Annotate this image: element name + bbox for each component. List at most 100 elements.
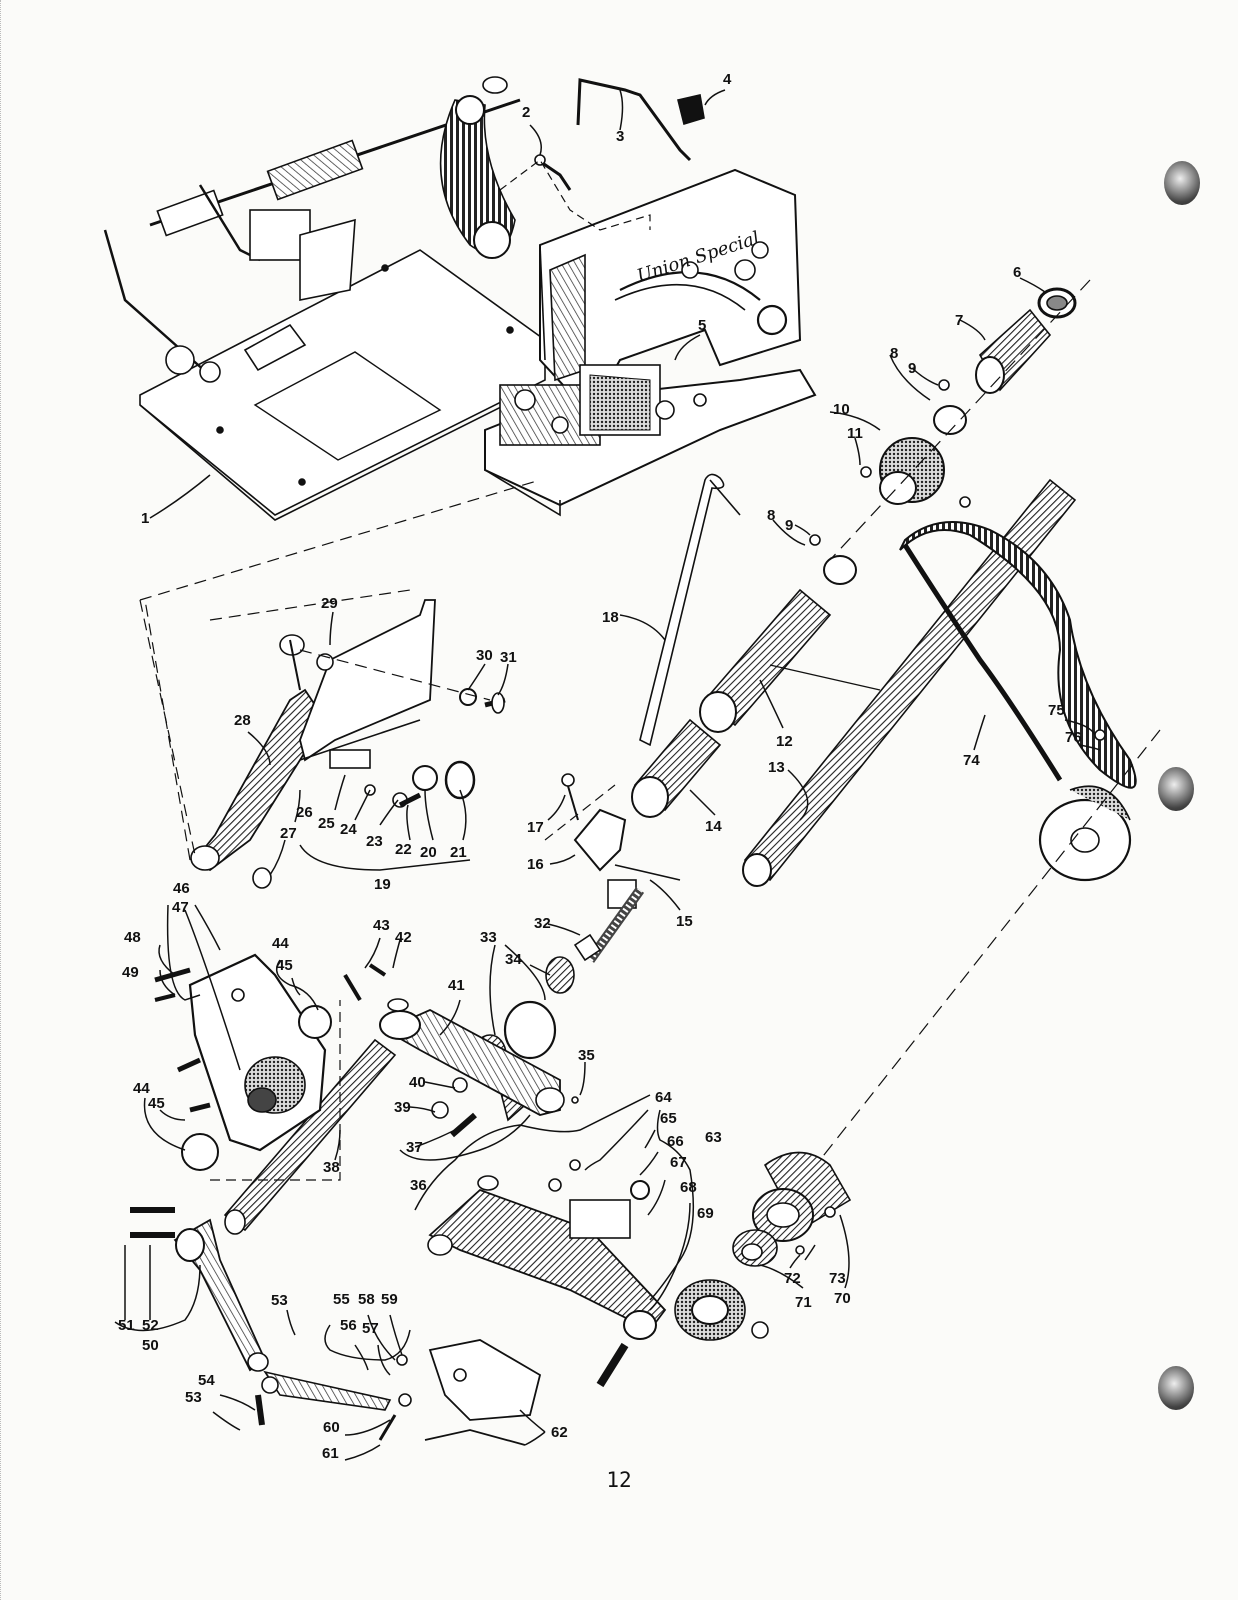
leader-lines: [114, 89, 1101, 1461]
callout-17: 17: [527, 819, 544, 836]
callout-42: 42: [395, 929, 412, 946]
callout-9b: 9: [785, 517, 793, 534]
callout-57: 57: [362, 1320, 379, 1337]
knob: [677, 94, 705, 126]
callout-49: 49: [122, 964, 139, 981]
callout-45: 45: [276, 957, 293, 974]
callout-31: 31: [500, 649, 517, 666]
callout-51: 51: [118, 1317, 135, 1334]
callout-41: 41: [448, 977, 465, 994]
link-55: [263, 1370, 392, 1411]
callout-11: 11: [847, 425, 863, 442]
callout-60: 60: [323, 1419, 340, 1436]
callout-5: 5: [698, 317, 706, 334]
callout-19: 19: [374, 876, 391, 893]
arm-28: [193, 688, 327, 872]
callout-13: 13: [768, 759, 785, 776]
feed-bar-63: [428, 1188, 667, 1332]
callout-21: 21: [450, 844, 467, 861]
callout-32: 32: [534, 915, 551, 932]
callout-20: 20: [420, 844, 437, 861]
callout-12: 12: [776, 733, 793, 750]
callout-35: 35: [578, 1047, 595, 1064]
callout-73: 73: [829, 1270, 846, 1287]
callout-63: 63: [705, 1129, 722, 1146]
binder-hole-top: [1164, 161, 1200, 205]
link-41: [383, 1008, 561, 1116]
callout-18: 18: [602, 609, 619, 626]
callout-22: 22: [395, 841, 412, 858]
page-number: 12: [606, 1468, 632, 1492]
callout-10: 10: [833, 401, 850, 418]
callout-76: 76: [1065, 729, 1082, 746]
callout-8b: 8: [767, 507, 775, 524]
callout-67: 67: [670, 1154, 687, 1171]
callout-40: 40: [409, 1074, 426, 1091]
callout-2: 2: [522, 104, 530, 121]
callout-50: 50: [142, 1337, 159, 1354]
callout-58: 58: [358, 1291, 375, 1308]
callout-65: 65: [660, 1110, 677, 1127]
callout-69: 69: [697, 1205, 714, 1222]
callout-55: 55: [333, 1291, 350, 1308]
callout-38: 38: [323, 1159, 340, 1176]
callout-37: 37: [406, 1139, 423, 1156]
callout-24: 24: [340, 821, 357, 838]
callout-26: 26: [296, 804, 313, 821]
machine-assembly: Union Special: [103, 76, 817, 521]
callout-74: 74: [963, 752, 980, 769]
belt-74: [899, 521, 1137, 789]
callout-14: 14: [705, 818, 722, 835]
callout-72: 72: [784, 1270, 801, 1287]
callout-68: 68: [680, 1179, 697, 1196]
binder-hole-middle: [1158, 767, 1194, 811]
callout-66: 66: [667, 1133, 684, 1150]
callout-53: 53: [271, 1292, 288, 1309]
callout-75: 75: [1048, 702, 1065, 719]
presser-foot-62: [428, 1339, 542, 1421]
callout-8: 8: [890, 345, 898, 362]
bushing-33: [503, 1000, 557, 1060]
callout-56: 56: [340, 1317, 357, 1334]
callout-64: 64: [655, 1089, 672, 1106]
callout-28: 28: [234, 712, 251, 729]
callout-16: 16: [527, 856, 544, 873]
callout-27: 27: [280, 825, 297, 842]
thread-guide-wire: [576, 78, 692, 162]
callout-4: 4: [723, 71, 732, 88]
binder-hole-bottom: [1158, 1366, 1194, 1410]
bracket-19: [299, 599, 436, 762]
callout-61: 61: [322, 1445, 339, 1462]
callout-39: 39: [394, 1099, 411, 1116]
callout-44: 44: [272, 935, 289, 952]
callout-15: 15: [676, 913, 693, 930]
callout-23: 23: [366, 833, 383, 850]
collar-8: [933, 405, 967, 435]
callout-54: 54: [198, 1372, 215, 1389]
callout-52: 52: [142, 1317, 159, 1334]
callout-1: 1: [141, 510, 149, 527]
rod-18: [639, 473, 725, 747]
callout-43: 43: [373, 917, 390, 934]
callout-6: 6: [1013, 264, 1021, 281]
callout-45b: 45: [148, 1095, 165, 1112]
parts-group: [130, 159, 1161, 1446]
callout-9: 9: [908, 360, 916, 377]
callout-3: 3: [616, 128, 624, 145]
callout-25: 25: [318, 815, 335, 832]
callout-labels: 1 2 3 4 5 6 7 8 9 10 11 8 9 12 13 14 15 …: [118, 71, 1082, 1462]
callout-47: 47: [172, 899, 189, 916]
eccentric-16: [573, 808, 627, 872]
callout-53b: 53: [185, 1389, 202, 1406]
callout-46: 46: [173, 880, 190, 897]
callout-7: 7: [955, 312, 963, 329]
callout-62: 62: [551, 1424, 568, 1441]
callout-44b: 44: [133, 1080, 150, 1097]
callout-30: 30: [476, 647, 493, 664]
callout-34: 34: [505, 951, 522, 968]
callout-33: 33: [480, 929, 497, 946]
callout-48: 48: [124, 929, 141, 946]
callout-36: 36: [410, 1177, 427, 1194]
callout-71: 71: [795, 1294, 812, 1311]
